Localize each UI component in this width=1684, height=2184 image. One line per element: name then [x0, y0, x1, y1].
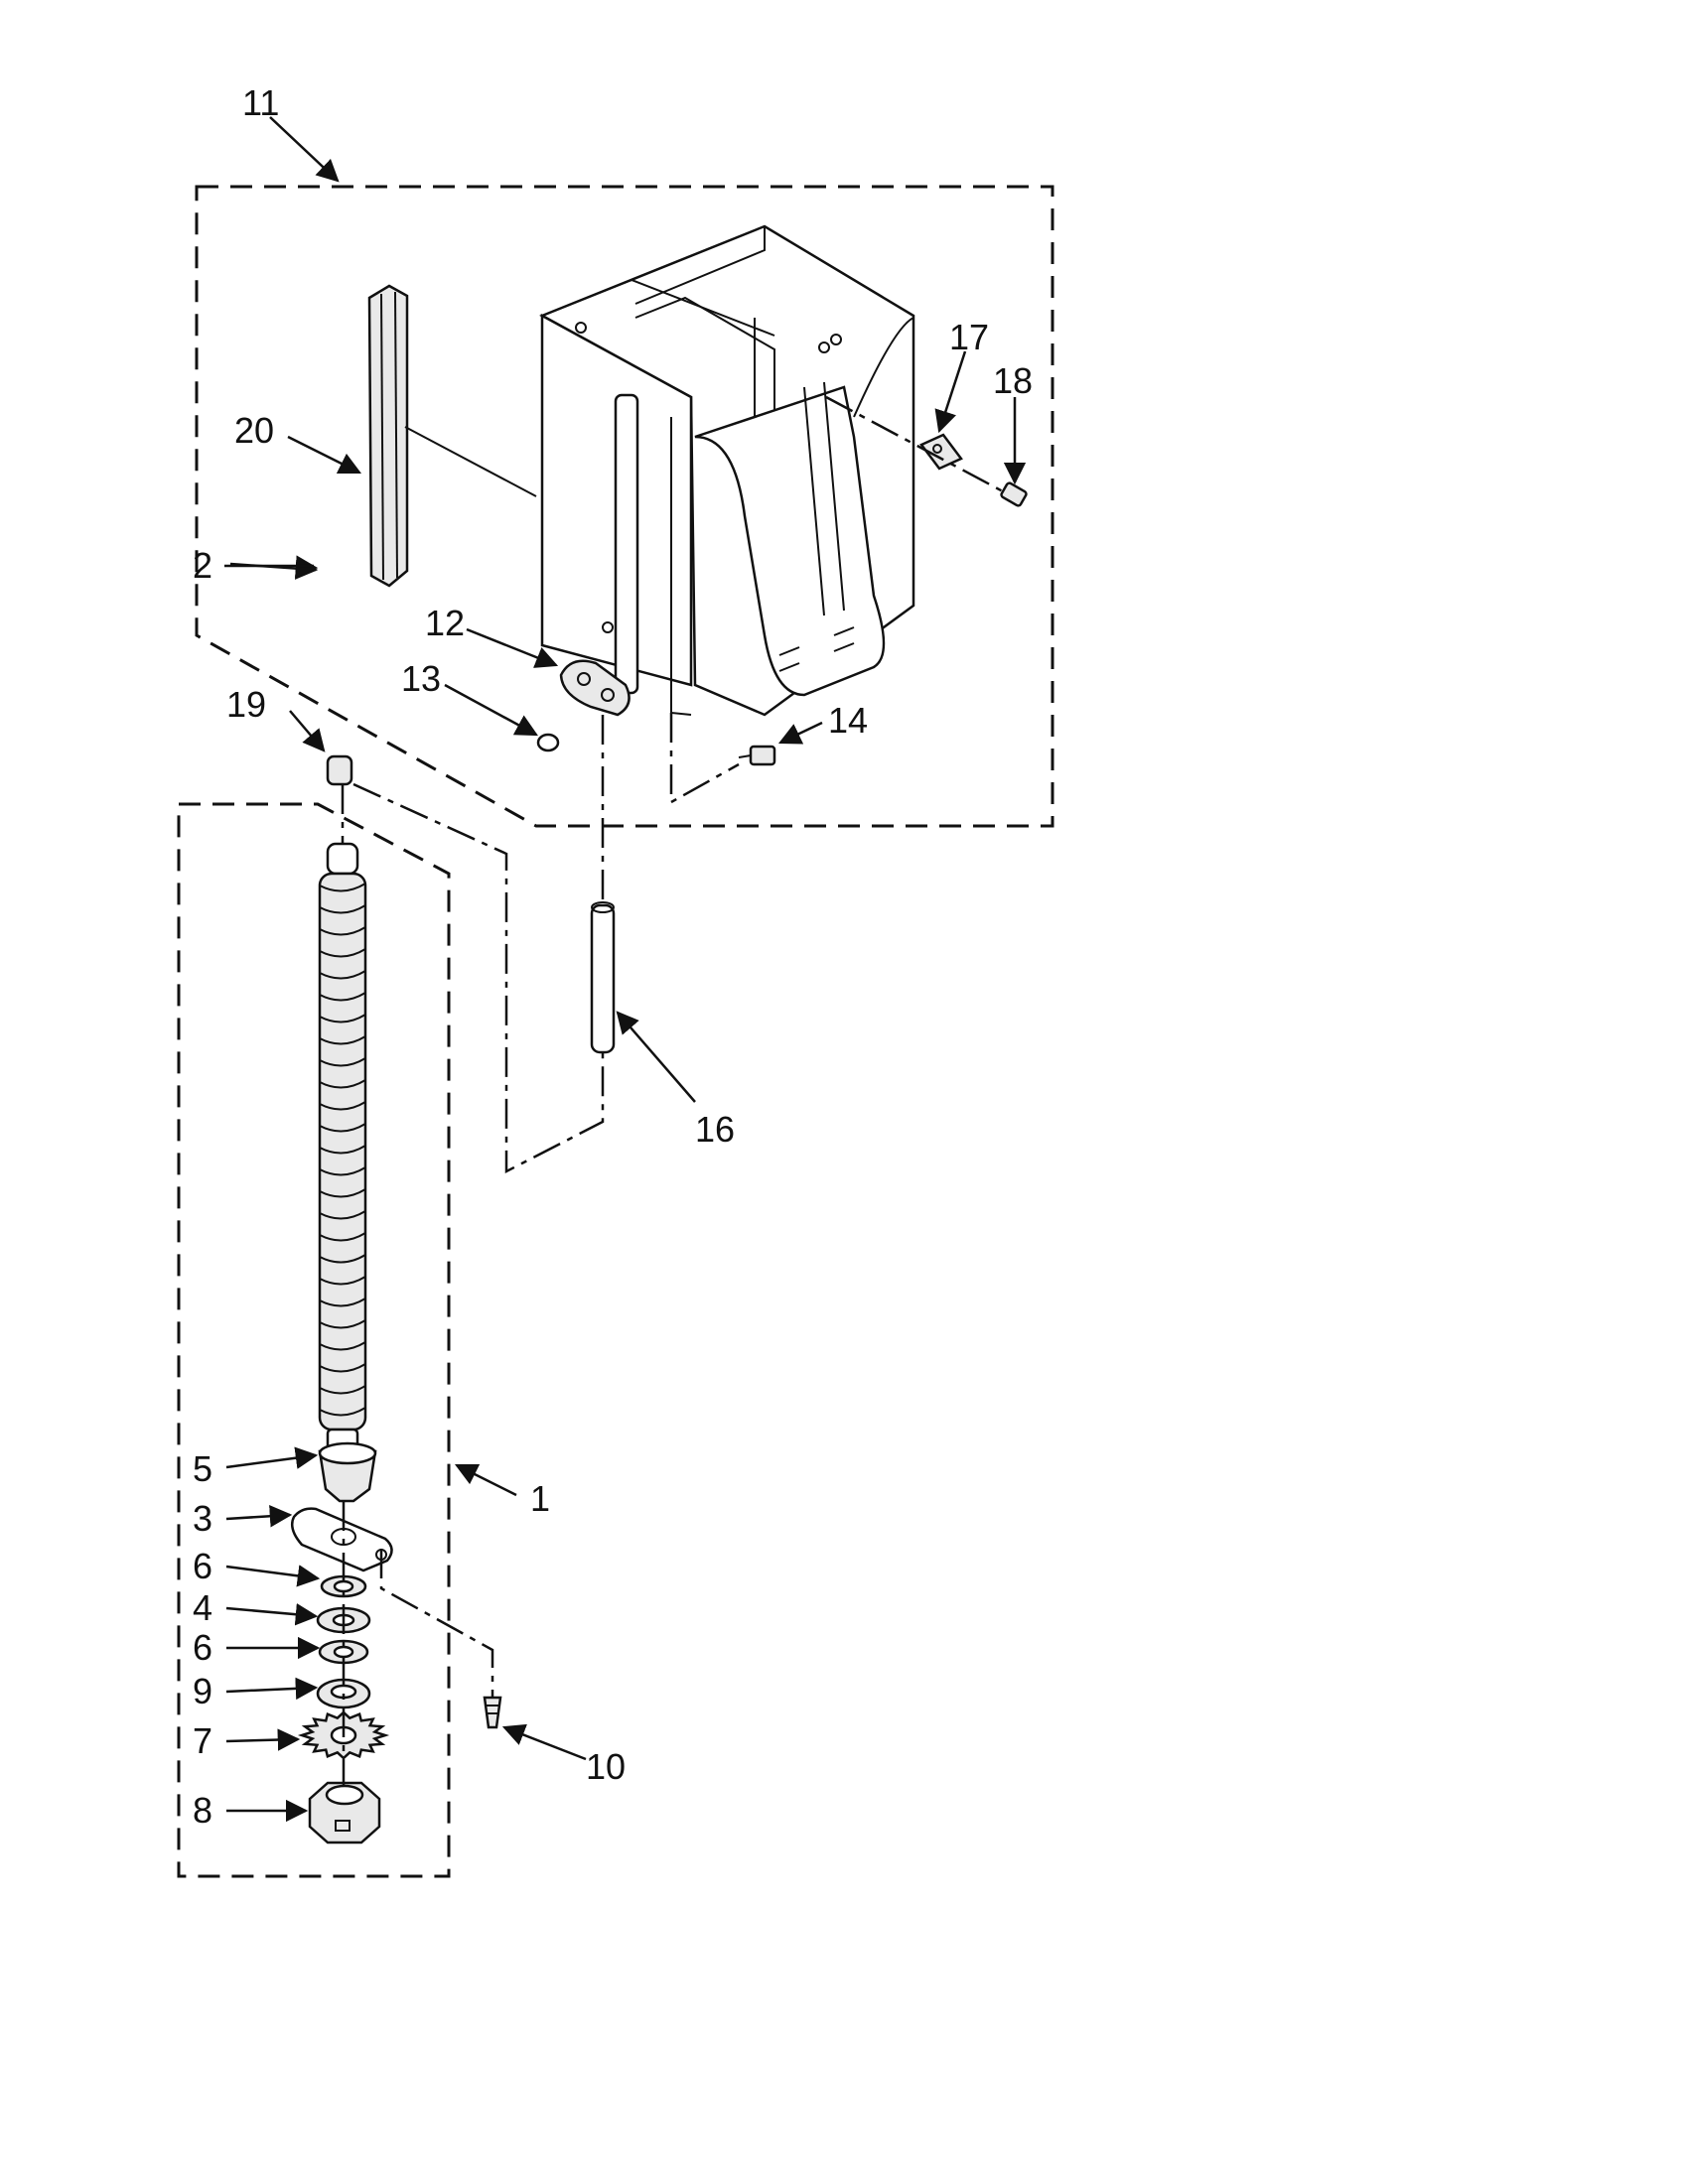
auger-coil: [319, 1341, 366, 1351]
clip-part: [536, 733, 560, 752]
screw-18-leader: [825, 395, 1004, 493]
auger-coil: [319, 1123, 366, 1133]
auger-coil: [319, 1166, 366, 1176]
auger-coil: [319, 1057, 366, 1067]
guide-strip-part: [367, 284, 537, 588]
auger-part: [318, 842, 367, 1451]
cap-part: [326, 754, 353, 786]
auger-coil: [319, 1385, 366, 1395]
screw-14-part: [738, 745, 776, 766]
leader-arrows: [224, 116, 1027, 1823]
callout-4: 4: [193, 1587, 212, 1628]
callout-1: 1: [530, 1478, 550, 1519]
auger-coil: [319, 926, 366, 936]
callout-20: 20: [234, 410, 274, 451]
callout-19: 19: [226, 684, 266, 725]
callout-6b: 6: [193, 1627, 212, 1668]
callout-5: 5: [193, 1448, 212, 1489]
callout-14: 14: [828, 700, 868, 741]
callout-11: 11: [242, 82, 279, 123]
bracket-part: [559, 659, 631, 717]
screw-10-part: [483, 1696, 502, 1729]
auger-coil: [319, 1035, 366, 1045]
auger-coil: [319, 904, 366, 914]
bearing-cup-part: [318, 1441, 377, 1503]
tab-bracket-part: [919, 433, 963, 471]
auger-coil: [319, 1145, 366, 1155]
auger-coil: [319, 1276, 366, 1286]
nut-part: [308, 1781, 381, 1844]
auger-coil: [319, 1014, 366, 1024]
assembly-11-boundary: [195, 185, 1054, 828]
callout-2: 2: [193, 545, 212, 586]
callout-12: 12: [425, 603, 465, 643]
callout-7: 7: [193, 1720, 212, 1761]
auger-coil: [319, 970, 366, 980]
auger-coil: [319, 1079, 366, 1089]
auger-coil: [319, 1232, 366, 1242]
auger-coil: [319, 1254, 366, 1264]
callout-8: 8: [193, 1790, 212, 1831]
screw-14-leader: [669, 713, 740, 805]
callout-9: 9: [193, 1671, 212, 1711]
screw-10-leader: [379, 1549, 494, 1698]
callout-17: 17: [949, 317, 989, 357]
auger-coil: [319, 1363, 366, 1373]
auger-coil: [319, 1407, 366, 1417]
callout-3: 3: [193, 1498, 212, 1539]
callout-18: 18: [993, 360, 1033, 401]
auger-coil: [319, 992, 366, 1002]
callout-6a: 6: [193, 1546, 212, 1586]
gasket-plate-part: [291, 1507, 393, 1572]
callout-16: 16: [695, 1109, 735, 1150]
auger-coil: [319, 1297, 366, 1307]
callout-13: 13: [401, 658, 441, 699]
screw-18-part: [1000, 481, 1028, 507]
assembly-1-boundary: [177, 802, 451, 1878]
rod-link-leader: [352, 782, 605, 1174]
callout-10: 10: [586, 1746, 626, 1787]
housing-part: [539, 224, 915, 717]
auger-coil: [319, 1101, 366, 1111]
auger-coil: [319, 1188, 366, 1198]
auger-coil: [319, 948, 366, 958]
auger-coil: [319, 1210, 366, 1220]
auger-coil: [319, 883, 366, 892]
rod-part: [590, 901, 616, 1054]
auger-coil: [319, 1319, 366, 1329]
